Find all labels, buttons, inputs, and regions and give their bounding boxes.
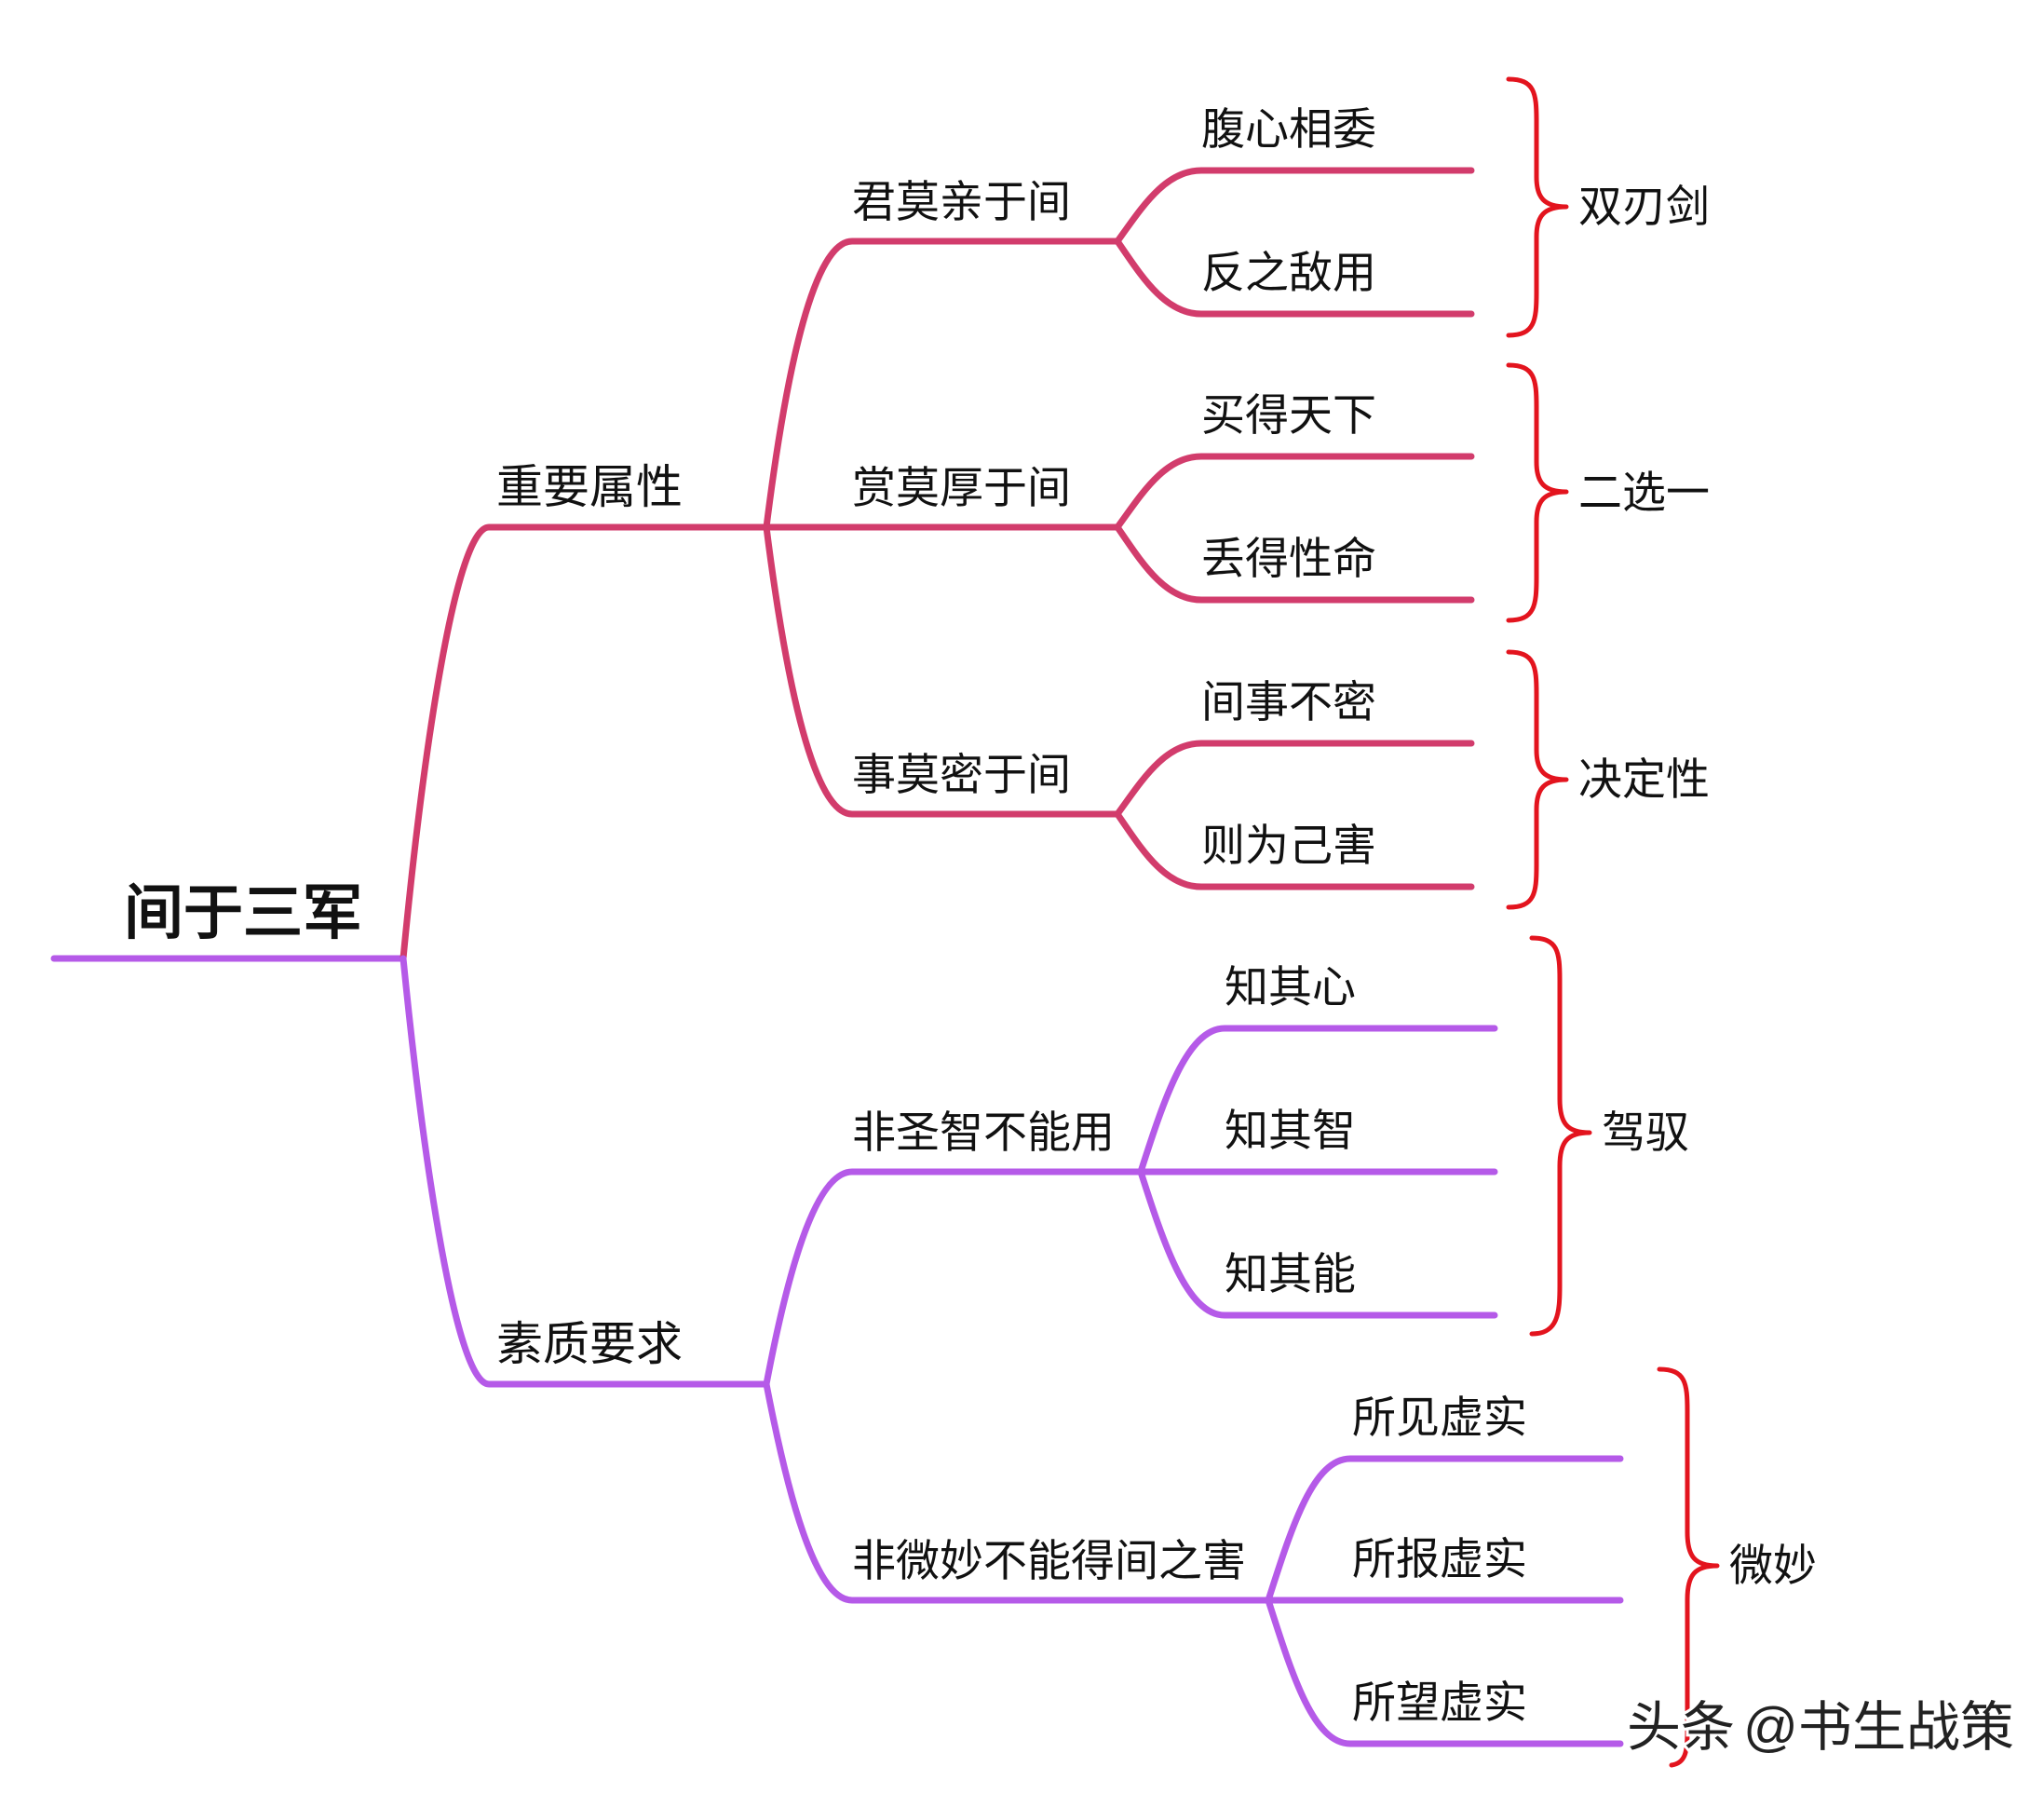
link-c5-leaf3 [1265, 1597, 1624, 1747]
note-subtle: 微妙 [1729, 1541, 1817, 1590]
child-label: 君莫亲于间 [852, 177, 1071, 226]
leaf-label: 反之敌用 [1201, 248, 1376, 297]
child-label: 赏莫厚于间 [852, 463, 1071, 512]
child-label: 事莫密于间 [852, 750, 1071, 799]
leaf-label: 所望虚实 [1352, 1678, 1527, 1727]
leaf-label: 知其心 [1225, 962, 1356, 1012]
link-requirements-to-c4 [763, 1168, 1144, 1388]
watermark-handle: @书生战策 [1743, 1697, 2014, 1758]
note-choose-one: 二选一 [1578, 468, 1710, 517]
brace-1 [1506, 76, 1569, 338]
brace-3 [1506, 649, 1569, 910]
leaf-label: 则为己害 [1201, 821, 1376, 870]
leaf-label: 所报虚实 [1352, 1534, 1527, 1583]
leaf-label: 知其能 [1225, 1249, 1356, 1298]
link-c4-leaf1 [1137, 1025, 1498, 1176]
link-root-to-attributes [399, 523, 770, 962]
brace-4 [1529, 935, 1592, 1337]
leaf-label: 腹心相委 [1201, 104, 1376, 154]
leaf-label: 买得天下 [1201, 390, 1376, 440]
link-c4-leaf3 [1137, 1168, 1498, 1319]
root-label: 间于三军 [124, 879, 362, 946]
note-control: 驾驭 [1602, 1108, 1689, 1157]
branch-label-requirements: 素质要求 [496, 1318, 683, 1370]
leaf-label: 知其智 [1225, 1106, 1356, 1155]
note-double-edged: 双刃剑 [1578, 182, 1710, 231]
child-label: 非圣智不能用 [852, 1108, 1115, 1157]
link-attributes-to-c1 [763, 238, 1121, 531]
child-label: 非微妙不能得间之害 [852, 1536, 1246, 1585]
leaf-label: 间事不密 [1201, 677, 1376, 727]
link-c5-leaf1 [1265, 1455, 1624, 1604]
link-attributes-to-c3 [763, 523, 1121, 818]
leaf-label: 丢得性命 [1201, 534, 1376, 583]
leaf-label: 所见虚实 [1352, 1393, 1527, 1442]
brace-2 [1506, 362, 1569, 623]
link-c3-leaf1 [1114, 740, 1475, 818]
link-c1-leaf2 [1114, 238, 1475, 318]
brace-5 [1657, 1366, 1720, 1768]
link-requirements-to-c5 [763, 1380, 1272, 1604]
branch-label-attributes: 重要属性 [496, 461, 683, 513]
watermark-brand: 头条 [1627, 1697, 1735, 1758]
link-c3-leaf2 [1114, 810, 1475, 890]
link-root-to-requirements [399, 955, 770, 1388]
link-c2-leaf1 [1114, 453, 1475, 531]
note-decisive: 决定性 [1578, 754, 1710, 804]
link-c2-leaf2 [1114, 523, 1475, 604]
link-c1-leaf1 [1114, 167, 1475, 245]
